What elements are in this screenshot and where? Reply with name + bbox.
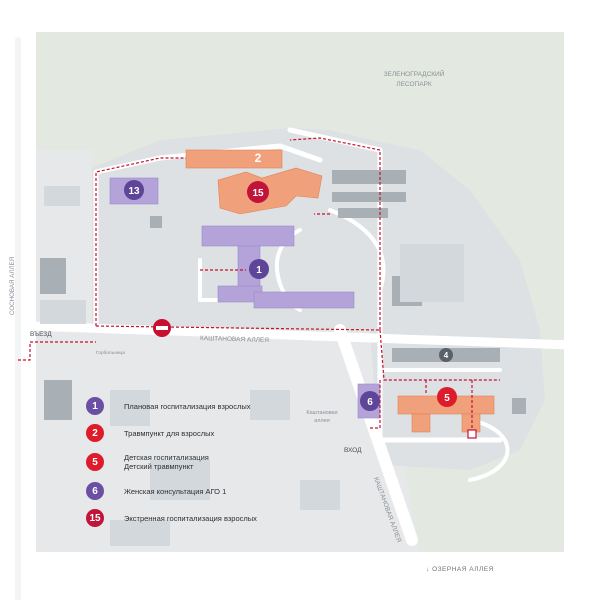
arrow-down-icon: ↓	[426, 566, 433, 573]
legend-badge-6: 6	[86, 482, 104, 500]
badge-6: 6	[360, 391, 380, 411]
small-street-label-2: аллея	[314, 418, 330, 424]
forest-label-1: ЗЕЛЕНОГРАДСКИЙ	[384, 69, 445, 78]
legend-item-1: 1 Плановая госпитализация взрослых	[86, 397, 346, 415]
badge-5: 5	[437, 387, 457, 407]
ozernaya-direction: ↓ ОЗЕРНАЯ АЛЛЕЯ	[426, 566, 494, 573]
legend-badge-2: 2	[86, 424, 104, 442]
svg-text:13: 13	[128, 186, 140, 197]
small-street-label-1: Каштановая	[306, 410, 337, 416]
legend-text-5a: Детская госпитализация	[124, 453, 209, 462]
legend-item-6: 6 Женская консультация АГО 1	[86, 482, 346, 500]
legend-item-2: 2 Травмпункт для взрослых	[86, 424, 346, 442]
light-blocks	[40, 186, 464, 546]
legend-text-1: Плановая госпитализация взрослых	[124, 401, 251, 411]
legend-item-15: 15 Экстренная госпитализация взрослых	[86, 509, 346, 527]
street-kashtanovaya-label: КАШТАНОВАЯ АЛЛЕЯ	[200, 335, 269, 344]
legend-badge-1: 1	[86, 397, 104, 415]
legend: 1 Плановая госпитализация взрослых 2 Тра…	[86, 397, 346, 537]
legend-badge-15: 15	[86, 509, 104, 527]
legend-badge-5: 5	[86, 453, 104, 471]
ozernaya-label: ОЗЕРНАЯ АЛЛЕЯ	[432, 566, 494, 573]
legend-text-6: Женская консультация АГО 1	[124, 486, 227, 496]
badge-2: 2	[255, 151, 262, 165]
entry-barrier	[153, 319, 171, 337]
entrance-marker-icon	[467, 429, 477, 439]
barrier-label: Горбольница	[96, 350, 125, 356]
svg-text:4: 4	[444, 351, 449, 360]
badge-1: 1	[249, 259, 269, 279]
svg-text:6: 6	[367, 397, 373, 408]
legend-item-5: 5 Детская госпитализация Детский травмпу…	[86, 452, 346, 472]
legend-text-15: Экстренная госпитализация взрослых	[124, 513, 257, 523]
street-sosnovaya-label: СОСНОВАЯ АЛЛЕЯ	[9, 257, 16, 315]
svg-text:2: 2	[255, 151, 262, 165]
badge-4: 4	[439, 348, 453, 362]
legend-text-5b: Детский травмпункт	[124, 462, 194, 471]
badge-15: 15	[247, 181, 269, 203]
route-lines	[18, 137, 500, 434]
svg-text:5: 5	[444, 393, 450, 404]
badge-13: 13	[124, 180, 144, 200]
exit-label: ВХОД	[344, 447, 362, 454]
svg-text:15: 15	[252, 188, 264, 199]
svg-text:1: 1	[256, 265, 262, 276]
legend-text-2: Травмпункт для взрослых	[124, 428, 215, 438]
entry-label: ВЪЕЗД	[30, 331, 52, 338]
forest-label-2: ЛЕСОПАРК	[396, 81, 432, 88]
